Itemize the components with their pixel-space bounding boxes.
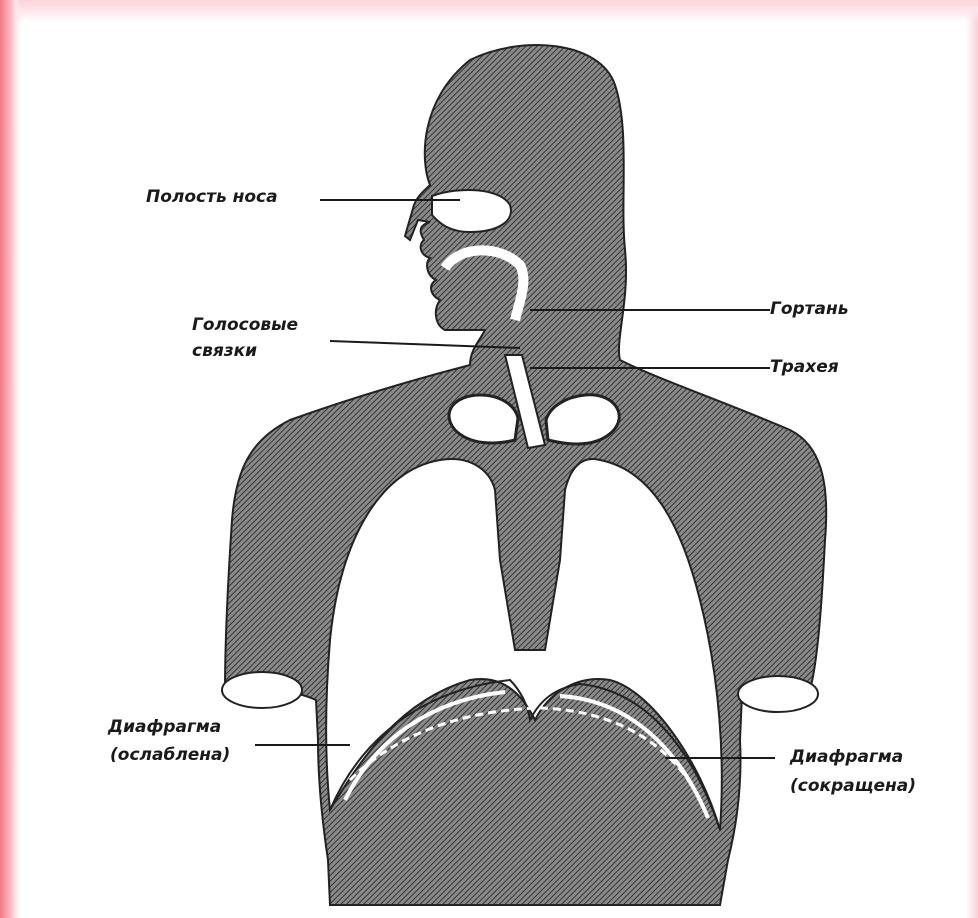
label-vocal-cords-line2: связки bbox=[192, 340, 257, 362]
right-arm-opening bbox=[738, 676, 818, 712]
label-diaphragm-relaxed-line2: (ослаблена) bbox=[110, 744, 230, 766]
nasal-cavity-shape bbox=[432, 190, 511, 232]
label-nasal-cavity: Полость носа bbox=[146, 186, 278, 208]
label-diaphragm-relaxed-line1: Диафрагма bbox=[108, 716, 221, 738]
body-silhouette bbox=[225, 45, 826, 905]
label-trachea: Трахея bbox=[770, 356, 839, 378]
label-vocal-cords-line1: Голосовые bbox=[192, 314, 298, 336]
label-larynx: Гортань bbox=[770, 298, 849, 320]
label-diaphragm-contracted-line2: (сокращена) bbox=[790, 775, 916, 797]
label-diaphragm-contracted-line1: Диафрагма bbox=[790, 746, 903, 768]
left-arm-opening bbox=[222, 672, 302, 708]
